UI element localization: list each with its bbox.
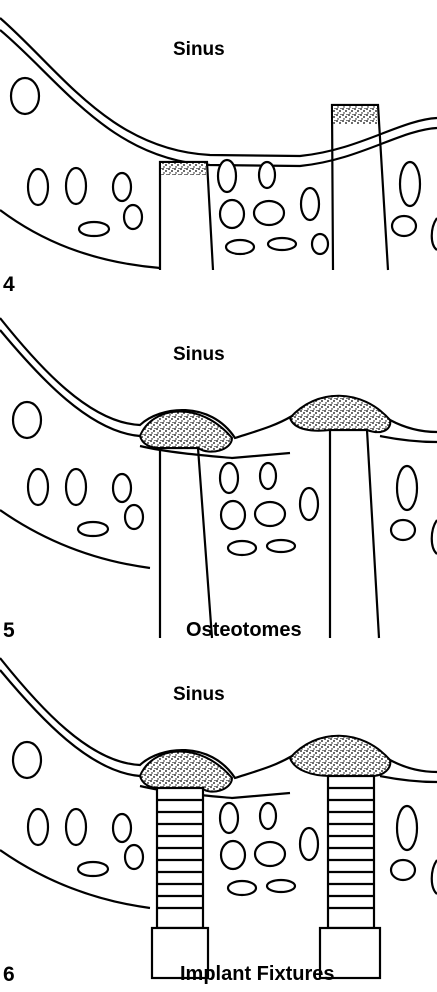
bone-marrow-space-partial	[432, 218, 437, 250]
implant-fixtures-caption: Implant Fixtures	[180, 964, 334, 984]
graft-mound-1	[140, 751, 232, 791]
osteotomy-site-1	[160, 162, 213, 270]
bone-marrow-space-partial	[432, 860, 437, 894]
osteotome-1	[160, 448, 212, 638]
graft-mound-2	[290, 396, 390, 432]
osteotomy-site-2	[332, 105, 388, 270]
mound-base-2	[380, 776, 437, 782]
sinus-label: Sinus	[173, 345, 225, 364]
panel-6: Sinus 6 Implant Fixtures	[0, 648, 437, 992]
panel-number: 5	[3, 620, 15, 641]
implant-fixture-2	[320, 776, 380, 978]
graft-at-site-1	[161, 163, 206, 175]
osteotomes-caption: Osteotomes	[186, 620, 302, 640]
panel-number: 4	[3, 274, 15, 295]
osteotome-2	[330, 430, 379, 638]
mound-base-2	[380, 436, 437, 442]
sinus-label: Sinus	[173, 40, 225, 59]
implant-fixture-1	[152, 788, 208, 978]
graft-mound-2	[290, 736, 390, 776]
sinus-label: Sinus	[173, 685, 225, 704]
panel-5: Sinus 5 Osteotomes	[0, 308, 437, 648]
panel-number: 6	[3, 964, 15, 985]
graft-at-site-2	[333, 106, 377, 124]
bone-marrow-space-partial	[432, 520, 437, 554]
graft-mound-1	[140, 411, 232, 451]
panel-4: Sinus 4	[0, 0, 437, 310]
